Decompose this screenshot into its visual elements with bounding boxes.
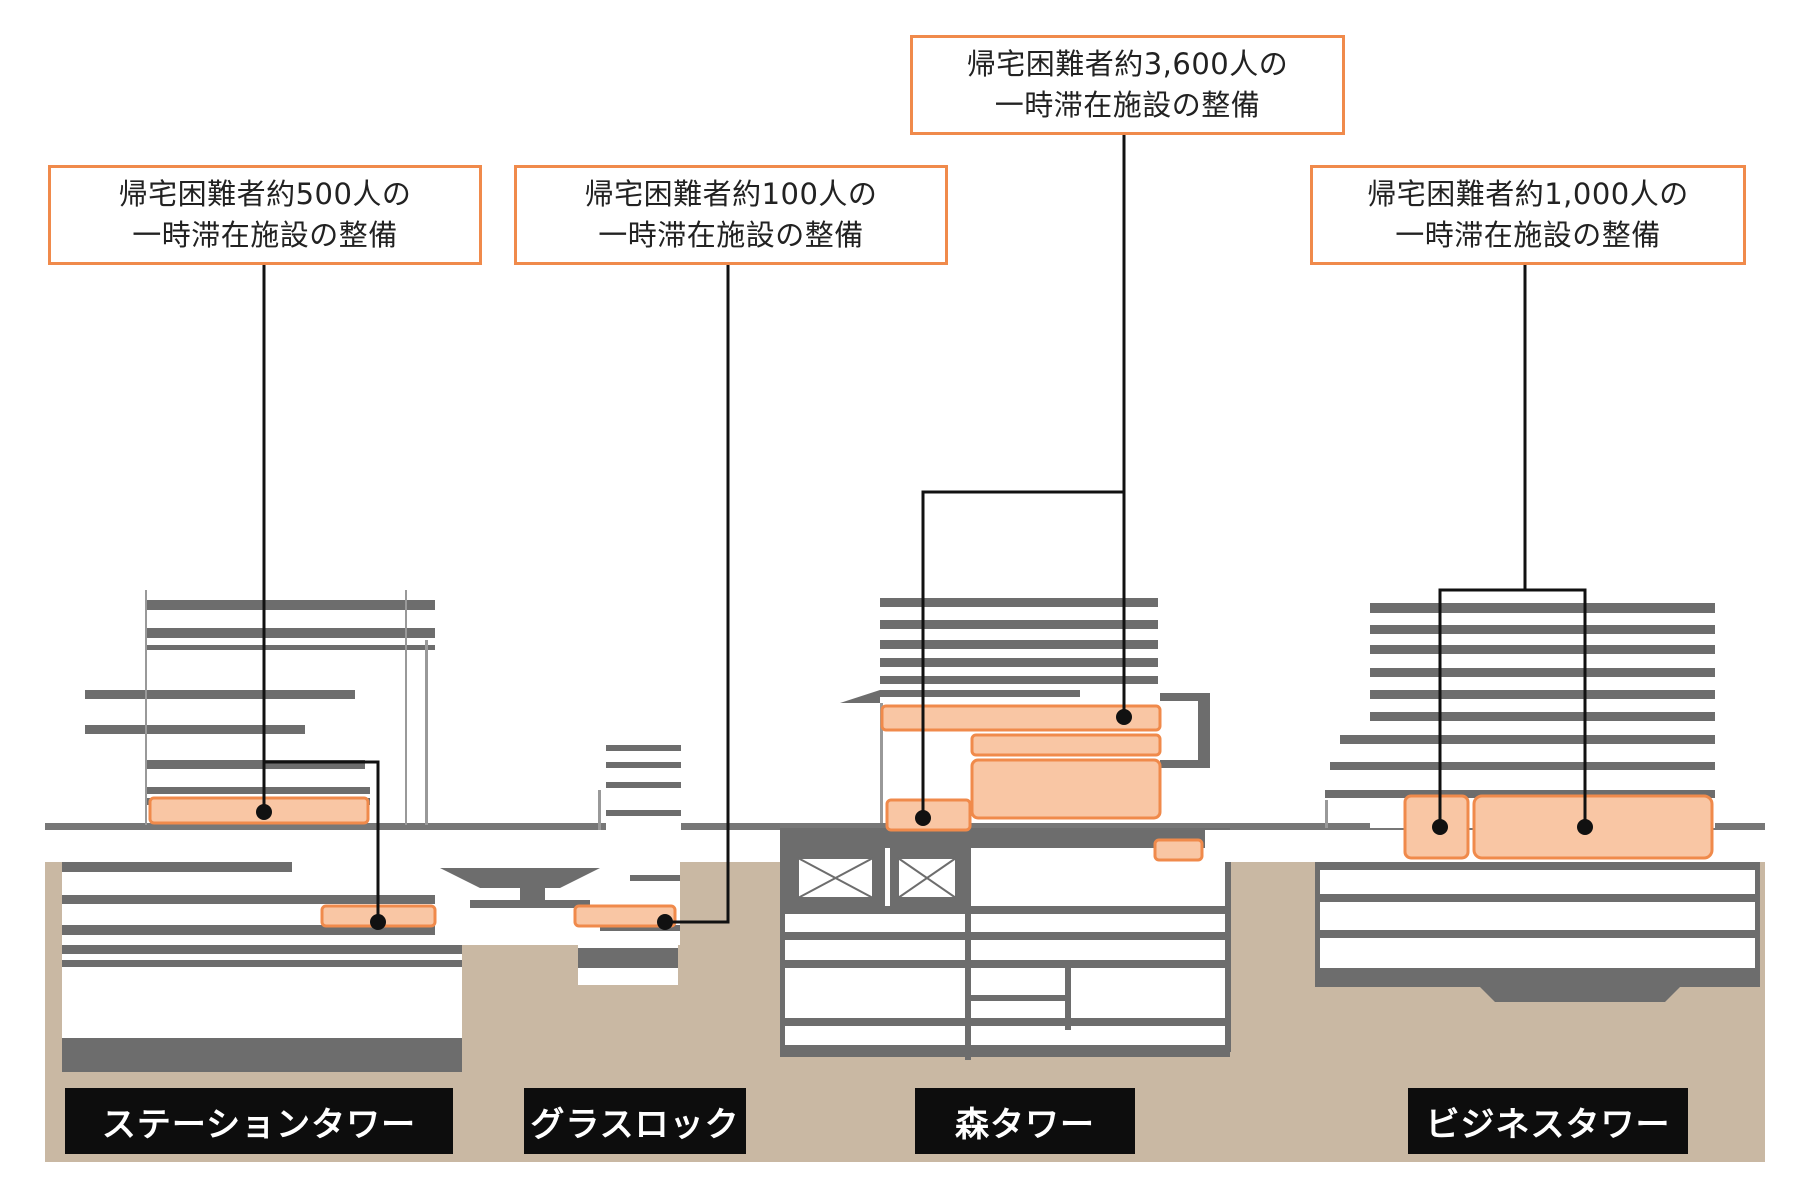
callout-station-line1: 帰宅困難者約500人の [118,177,412,211]
label-business-tower: ビジネスタワー [1408,1088,1688,1154]
callout-mori-line1: 帰宅困難者約3,600人の [966,47,1289,81]
business-dot-right [1577,819,1593,835]
business-leader-branch [1525,588,1587,827]
mori-refuge-area-3 [970,758,1162,820]
callout-glass-line2: 一時滞在施設の整備 [598,218,864,252]
mori-refuge-area-1 [880,704,1162,732]
callout-business-line1: 帰宅困難者約1,000人の [1367,177,1689,211]
mori-leader-branch [921,490,1124,818]
mori-refuge-area-5 [1153,838,1204,862]
label-station-tower: ステーションタワー [65,1088,453,1154]
mori-dot-lower [915,810,931,826]
callout-glass-rock: 帰宅困難者約100人の 一時滞在施設の整備 [514,165,948,265]
callout-mori-tower: 帰宅困難者約3,600人の 一時滞在施設の整備 [910,35,1345,135]
business-leader [1438,262,1527,827]
callout-station-tower: 帰宅困難者約500人の 一時滞在施設の整備 [48,165,482,265]
station-dot-upper [256,804,272,820]
glass-leader [665,262,730,924]
label-glass-rock: グラスロック [524,1088,746,1154]
station-leader-branch [264,760,380,922]
business-tower-section [1315,600,1760,1002]
station-dot-lower [370,914,386,930]
callout-business-tower: 帰宅困難者約1,000人の 一時滞在施設の整備 [1310,165,1746,265]
business-dot-left [1432,819,1448,835]
station-tower-section [62,590,462,1072]
callout-business-line2: 一時滞在施設の整備 [1395,218,1661,252]
label-mori-tower: 森タワー [915,1088,1135,1154]
leader-lines [262,132,1587,924]
glass-refuge-area [573,904,677,928]
mori-tower-section [780,595,1760,1060]
callout-glass-line1: 帰宅困難者約100人の [584,177,878,211]
callout-station-line2: 一時滞在施設の整備 [132,218,398,252]
glass-dot [657,914,673,930]
leader-dots [256,709,1593,930]
mori-refuge-area-2 [970,733,1162,757]
mori-dot-upper [1116,709,1132,725]
glass-rock-section [435,740,681,985]
callout-mori-line2: 一時滞在施設の整備 [994,88,1261,122]
